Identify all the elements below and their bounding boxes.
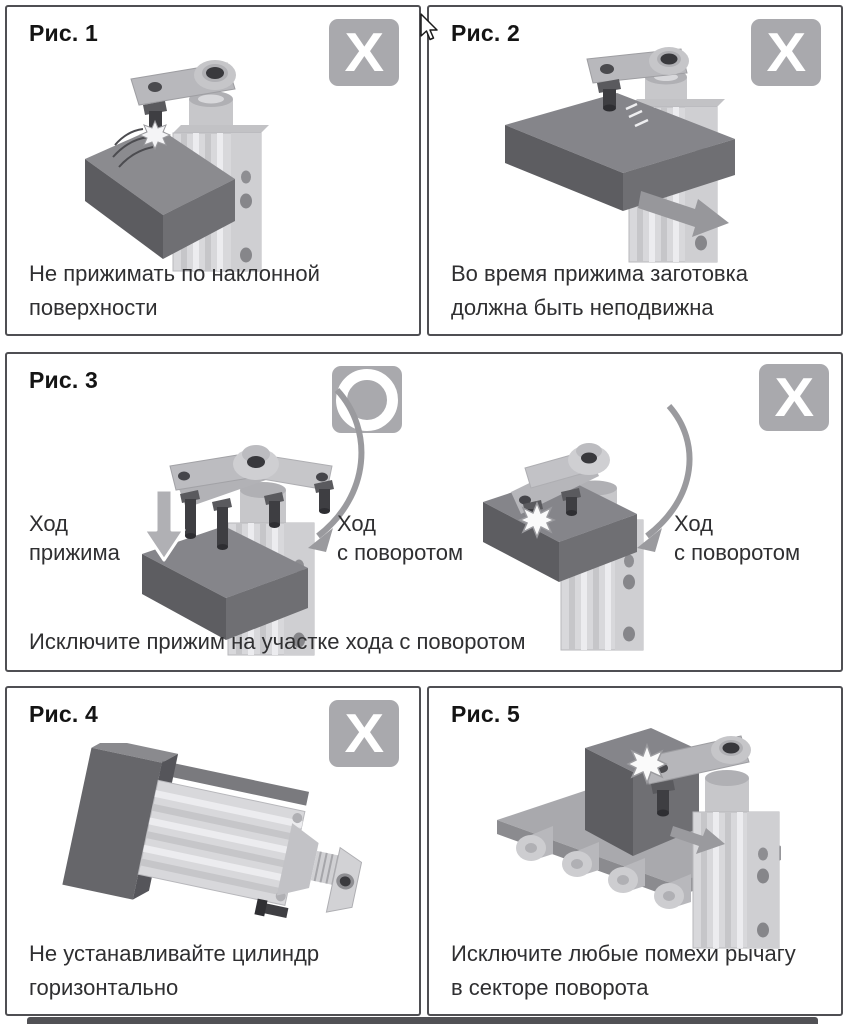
rotation-arrow (308, 387, 365, 552)
label-line: Ход (29, 511, 69, 536)
figure-panel-4: Рис. 4 X (5, 686, 421, 1016)
mouse-cursor (420, 13, 438, 41)
caption-line: горизонтально (29, 975, 179, 1001)
prohibited-x-icon: X (329, 19, 399, 86)
caption-line: Исключите прижим на участке хода с повор… (29, 629, 526, 655)
fig4-illustration-horizontal-mounting (62, 743, 362, 918)
cylinder-body (137, 779, 306, 906)
figure-caption: Исключите любые помехи рычагу в секторе … (451, 937, 796, 1007)
label-line: прижима (29, 540, 120, 566)
clamp-bolt (651, 780, 675, 817)
impact-starburst (138, 119, 172, 151)
figure-title: Рис. 2 (451, 20, 521, 46)
impact-starburst (518, 500, 556, 540)
rotation-arrow (637, 404, 693, 552)
label-line: с поворотом (674, 540, 801, 566)
figure-caption: Во время прижима заготовка должна быть н… (451, 257, 748, 327)
motion-arrow (638, 191, 729, 237)
label-swing-stroke-right: Ход с поворотом (674, 509, 800, 567)
label-clamp-stroke: Ход прижима (29, 509, 120, 567)
figure-caption: Не устанавливайте цилиндр горизонтально (29, 937, 319, 1007)
x-glyph: X (774, 366, 814, 428)
prohibited-x-icon: X (759, 364, 829, 431)
caption-line: должна быть неподвижна (451, 295, 714, 321)
fig1-illustration-inclined-clamping (85, 60, 269, 272)
workpiece-slab (505, 93, 735, 211)
next-section-edge (27, 1017, 818, 1024)
caption-line: в секторе поворота (451, 975, 649, 1001)
clamp-arm (130, 60, 236, 106)
caption-line: Не устанавливайте цилиндр (29, 940, 320, 966)
label-line: Ход (337, 511, 377, 536)
label-line: с поворотом (337, 540, 464, 566)
mount-bolt (254, 898, 289, 918)
caption-line: поверхности (29, 295, 158, 321)
workpiece-block (142, 526, 308, 640)
figure-panel-1: Рис. 1 X (5, 5, 421, 336)
figure-caption: Не прижимать по наклонной поверхности (29, 257, 320, 327)
clamp-arm-fan (511, 443, 610, 514)
figure-title: Рис. 4 (29, 701, 99, 727)
x-glyph: X (766, 21, 806, 83)
figure-panel-3: Рис. 3 X (5, 352, 843, 672)
figure-panel-2: Рис. 2 X (427, 5, 843, 336)
fig3-right-illustration-swing-stroke (483, 404, 693, 651)
label-swing-stroke-left: Ход с поворотом (337, 509, 463, 567)
clamp-cylinder (692, 770, 780, 949)
prohibited-x-icon: X (751, 19, 821, 86)
figure-caption: Исключите прижим на участке хода с повор… (29, 625, 525, 660)
label-line: Ход (674, 511, 714, 536)
caption-line: Исключите любые помехи рычагу (451, 940, 796, 966)
x-glyph: X (344, 21, 384, 83)
caption-line: Не прижимать по наклонной (29, 260, 320, 286)
fig2-illustration-moving-workpiece (505, 47, 735, 263)
figure-title: Рис. 3 (29, 367, 99, 393)
motion-arrow (670, 826, 725, 854)
figure-title: Рис. 1 (29, 20, 99, 46)
down-arrow (142, 488, 186, 562)
figure-title: Рис. 5 (451, 701, 521, 727)
caption-line: Во время прижима заготовка (451, 260, 748, 286)
prohibited-x-icon: X (329, 700, 399, 767)
x-glyph: X (344, 702, 384, 764)
clevis-bracket (325, 846, 362, 913)
figure-panel-5: Рис. 5 (427, 686, 843, 1016)
fig3-left-illustration-clamp-stroke (142, 387, 365, 656)
clamp-arm (586, 47, 689, 84)
impact-starburst (626, 742, 668, 786)
clamp-bolts (180, 480, 334, 550)
clamp-bolt (597, 79, 621, 112)
clamp-arm-fan (169, 445, 333, 508)
vibration-marks (625, 102, 649, 128)
fig5-illustration-swing-obstruction (497, 728, 781, 949)
rollers (516, 826, 691, 909)
